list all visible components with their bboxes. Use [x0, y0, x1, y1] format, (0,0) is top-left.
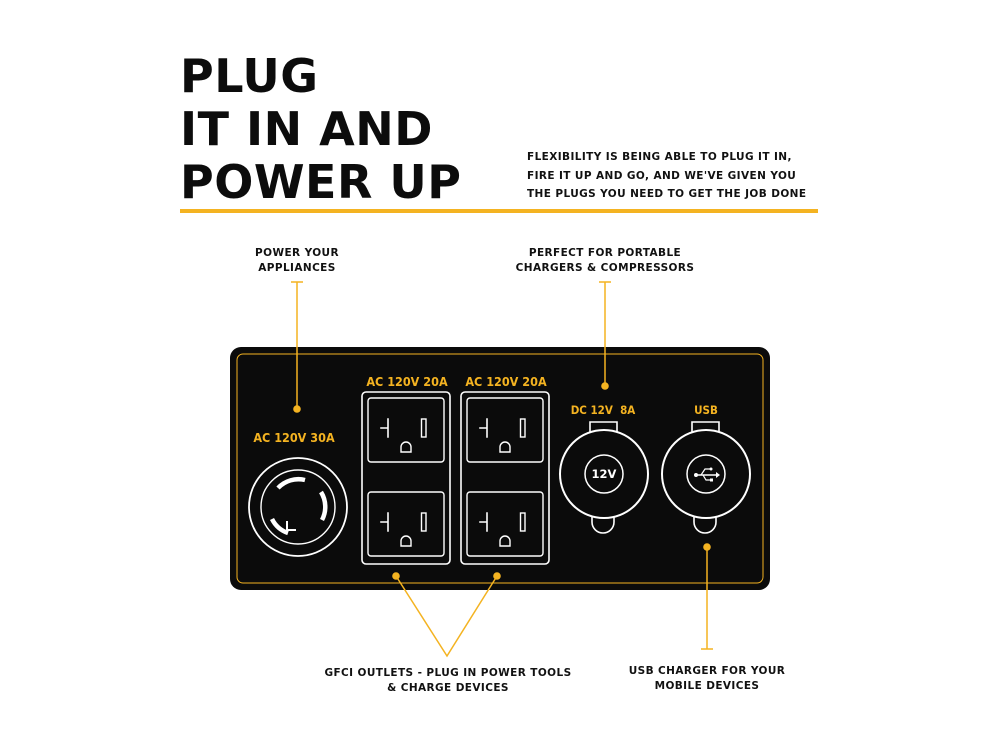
callout-chargers: PERFECT FOR PORTABLE CHARGERS & COMPRESS… [485, 246, 725, 275]
callout-appliances: POWER YOUR APPLIANCES [217, 246, 377, 275]
twist-lock-label: AC 120V 30A [253, 430, 335, 445]
tagline-line: FLEXIBILITY IS BEING ABLE TO PLUG IT IN, [527, 151, 792, 163]
duplex-label-right: AC 120V 20A [465, 374, 547, 389]
callout-line: MOBILE DEVICES [654, 679, 760, 692]
callout-gfci: GFCI OUTLETS - PLUG IN POWER TOOLS & CHA… [298, 666, 598, 695]
usb-label: USB [694, 403, 718, 417]
leader-gfci [392, 572, 501, 658]
duplex-label-left: AC 120V 20A [366, 374, 448, 389]
callout-line: POWER YOUR [255, 247, 339, 259]
leader-usb [701, 543, 713, 650]
callout-line: CHARGERS & COMPRESSORS [515, 261, 695, 274]
dc-label: DC 12V 8A [571, 403, 636, 417]
usb-socket [661, 421, 751, 534]
outlet-panel [230, 347, 770, 590]
dc-socket-text: 12V [592, 467, 617, 481]
tagline-line: FIRE IT UP AND GO, AND WE'VE GIVEN YOU [527, 169, 797, 182]
headline-line: POWER UP [180, 155, 462, 209]
12v-socket-icon [559, 421, 649, 534]
accent-divider [180, 209, 818, 213]
callout-line: APPLIANCES [258, 261, 336, 274]
leader-chargers [599, 281, 611, 390]
twist-lock-outlet-icon [248, 457, 348, 557]
panel-inner-border [236, 353, 764, 584]
callout-usb: USB CHARGER FOR YOUR MOBILE DEVICES [600, 664, 814, 693]
tagline-line: THE PLUGS YOU NEED TO GET THE JOB DONE [527, 188, 807, 200]
leader-appliances [291, 281, 303, 413]
headline: PLUG IT IN AND POWER UP [180, 50, 461, 209]
callout-line: USB CHARGER FOR YOUR [628, 665, 786, 677]
headline-line: IT IN AND [180, 102, 433, 156]
usb-icon [694, 467, 720, 482]
callout-line: & CHARGE DEVICES [387, 681, 509, 694]
headline-line: PLUG [180, 49, 319, 103]
callout-line: GFCI OUTLETS - PLUG IN POWER TOOLS [324, 667, 572, 679]
tagline: FLEXIBILITY IS BEING ABLE TO PLUG IT IN,… [527, 148, 806, 204]
callout-line: PERFECT FOR PORTABLE [528, 247, 682, 259]
